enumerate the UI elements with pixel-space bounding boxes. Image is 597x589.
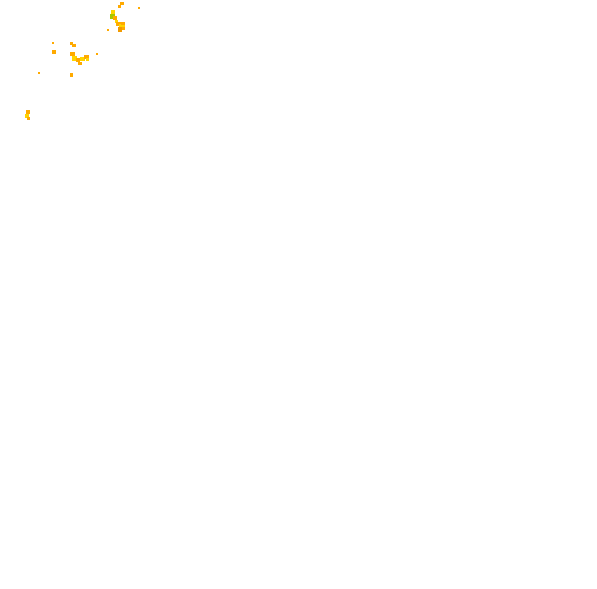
data-speck xyxy=(38,72,40,74)
data-speck xyxy=(70,52,75,56)
data-speck xyxy=(86,58,89,61)
data-speck xyxy=(52,42,54,44)
data-speck xyxy=(25,114,29,118)
data-speck xyxy=(26,110,30,114)
data-speck xyxy=(110,14,115,19)
data-speck xyxy=(119,24,125,28)
data-speck xyxy=(107,29,109,31)
data-speck xyxy=(72,44,76,47)
data-speck xyxy=(122,27,125,30)
data-speck xyxy=(96,53,98,55)
data-speck xyxy=(138,7,140,9)
data-speck xyxy=(80,57,85,61)
data-speck xyxy=(78,62,82,65)
data-speck xyxy=(113,16,117,20)
data-speck xyxy=(118,5,121,8)
data-speck xyxy=(111,10,115,14)
data-speck xyxy=(116,22,121,26)
data-speck xyxy=(27,117,30,120)
data-speck xyxy=(52,50,56,54)
data-specks-group xyxy=(25,2,140,120)
data-speck xyxy=(76,58,80,62)
data-speck xyxy=(120,2,124,5)
data-speck xyxy=(70,73,73,77)
data-speck xyxy=(72,56,77,61)
data-speck xyxy=(70,42,73,45)
data-speck xyxy=(121,22,125,25)
data-speck xyxy=(115,20,118,23)
data-speck xyxy=(84,55,89,59)
data-speck xyxy=(118,27,122,32)
